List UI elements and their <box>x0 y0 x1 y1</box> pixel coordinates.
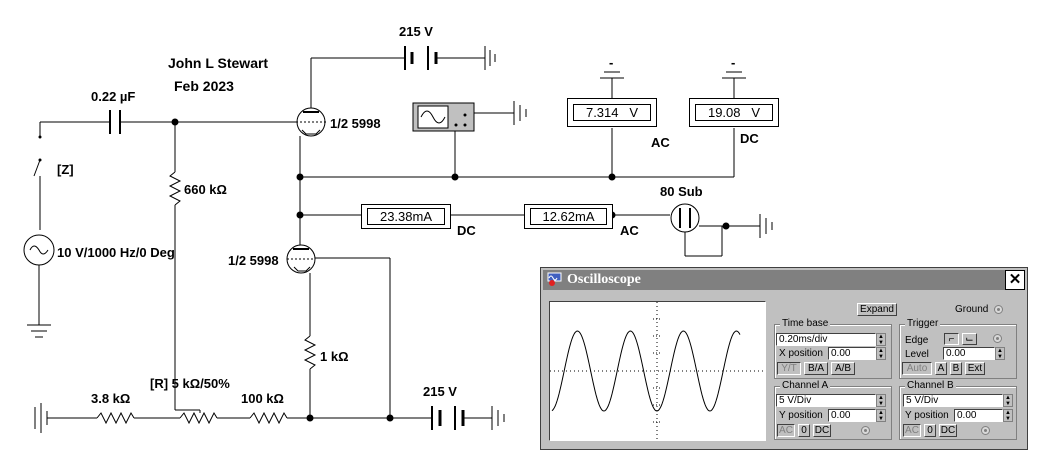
channel-a-ypos-label: Y position <box>779 410 823 421</box>
edge-falling-button[interactable]: ⌙ <box>962 333 977 345</box>
level-field[interactable]: 0.00 <box>943 347 995 360</box>
channel-b-ypos-spin[interactable]: ▲▼ <box>1003 409 1013 422</box>
xposition-label: X position <box>779 348 823 359</box>
grid-resistor-label: 660 kΩ <box>184 182 227 197</box>
channel-b-dc-button[interactable]: DC <box>939 424 957 437</box>
voltmeter-ac-value: 7.314 <box>585 105 619 120</box>
channel-b-zero-button[interactable]: 0 <box>924 424 936 437</box>
ground-bar-dc: - <box>731 55 736 70</box>
oscilloscope-symbol[interactable] <box>412 102 475 132</box>
channel-b-ac-button[interactable]: AC <box>903 424 921 437</box>
supply-bottom-label: 215 V <box>423 384 457 399</box>
oscilloscope-app-icon <box>547 272 562 286</box>
voltmeter-ac-mode: AC <box>651 135 670 150</box>
expand-button[interactable]: Expand <box>857 303 897 316</box>
ammeter-dc-value: 23.38m <box>379 209 424 224</box>
channel-a-title: Channel A <box>780 380 831 391</box>
ammeter-dc-mode: DC <box>457 223 476 238</box>
switch-label: [Z] <box>57 162 74 177</box>
supply-top-label: 215 V <box>399 24 433 39</box>
xposition-field[interactable]: 0.00 <box>828 347 876 360</box>
ammeter-dc-unit: A <box>423 209 433 224</box>
pot-label: [R] 5 kΩ/50% <box>150 376 230 391</box>
tube-upper-label: 1/2 5998 <box>330 116 381 131</box>
channel-b-ypos-label: Y position <box>905 410 949 421</box>
level-spin[interactable]: ▲▼ <box>995 347 1005 360</box>
channel-b-ypos-field[interactable]: 0.00 <box>954 409 1003 422</box>
ab-button[interactable]: A/B <box>831 362 855 375</box>
date-label: Feb 2023 <box>174 78 234 94</box>
channel-a-zero-button[interactable]: 0 <box>798 424 810 437</box>
timebase-group: Time base <box>774 318 892 379</box>
ground-bar-ac: - <box>609 55 614 70</box>
voltmeter-dc-unit: V <box>751 105 761 120</box>
channel-a-terminal[interactable] <box>861 426 870 435</box>
edge-rising-button[interactable]: ⌐ <box>944 333 959 345</box>
cathode-resistor-label: 1 kΩ <box>320 349 349 364</box>
trigger-group: Trigger <box>899 318 1017 379</box>
voltmeter-dc[interactable]: 19.08 V <box>689 98 779 127</box>
voltmeter-dc-value: 19.08 <box>707 105 741 120</box>
level-label: Level <box>905 349 929 360</box>
xposition-spin[interactable]: ▲▼ <box>876 347 886 360</box>
ext-trigger-terminal[interactable] <box>993 334 1002 343</box>
timebase-field[interactable]: 0.20ms/div <box>776 333 876 346</box>
trigger-ext-button[interactable]: Ext <box>965 362 985 375</box>
trigger-title: Trigger <box>905 318 941 329</box>
auto-button[interactable]: Auto <box>902 362 932 375</box>
ba-button[interactable]: B/A <box>804 362 828 375</box>
right-resistor-label: 100 kΩ <box>241 391 284 406</box>
oscilloscope-screen <box>549 301 766 441</box>
source-label: 10 V/1000 Hz/0 Deg <box>57 245 175 260</box>
timebase-spin[interactable]: ▲▼ <box>876 333 886 346</box>
edge-label: Edge <box>905 335 929 346</box>
channel-b-scale-field[interactable]: 5 V/Div <box>903 394 1003 407</box>
yt-button[interactable]: Y/T <box>777 362 801 375</box>
channel-a-ac-button[interactable]: AC <box>777 424 795 437</box>
voltmeter-ac-unit: V <box>629 105 639 120</box>
left-resistor-label: 3.8 kΩ <box>91 391 131 406</box>
ammeter-ac-mode: AC <box>620 223 639 238</box>
ground-terminal[interactable] <box>994 305 1003 314</box>
trigger-b-button[interactable]: B <box>950 362 962 375</box>
channel-b-group: Channel B <box>899 380 1017 440</box>
voltmeter-dc-mode: DC <box>740 131 759 146</box>
rectifier-label: 80 Sub <box>660 184 703 199</box>
channel-b-scale-spin[interactable]: ▲▼ <box>1003 394 1013 407</box>
ground-label: Ground <box>955 304 989 315</box>
oscilloscope-trace <box>550 302 765 440</box>
channel-b-title: Channel B <box>905 380 956 391</box>
oscilloscope-window[interactable]: Oscilloscope ✕ Expand Ground Time base 0… <box>540 267 1028 450</box>
channel-a-scale-spin[interactable]: ▲▼ <box>876 394 886 407</box>
ammeter-ac-unit: A <box>585 209 595 224</box>
trigger-a-button[interactable]: A <box>935 362 947 375</box>
oscilloscope-titlebar[interactable]: Oscilloscope ✕ <box>543 270 1025 290</box>
timebase-title: Time base <box>780 318 831 329</box>
tube-lower-label: 1/2 5998 <box>228 253 279 268</box>
channel-a-group: Channel A <box>774 380 892 440</box>
ammeter-ac-value: 12.62m <box>542 209 586 224</box>
close-button[interactable]: ✕ <box>1005 270 1025 290</box>
channel-a-scale-field[interactable]: 5 V/Div <box>776 394 876 407</box>
capacitor-label: 0.22 µF <box>91 89 136 104</box>
channel-a-ypos-field[interactable]: 0.00 <box>828 409 876 422</box>
author-label: John L Stewart <box>168 55 269 71</box>
channel-a-ypos-spin[interactable]: ▲▼ <box>876 409 886 422</box>
oscilloscope-title: Oscilloscope <box>567 272 641 287</box>
channel-a-dc-button[interactable]: DC <box>813 424 831 437</box>
channel-b-terminal[interactable] <box>981 426 990 435</box>
voltmeter-ac[interactable]: 7.314 V <box>567 98 657 127</box>
